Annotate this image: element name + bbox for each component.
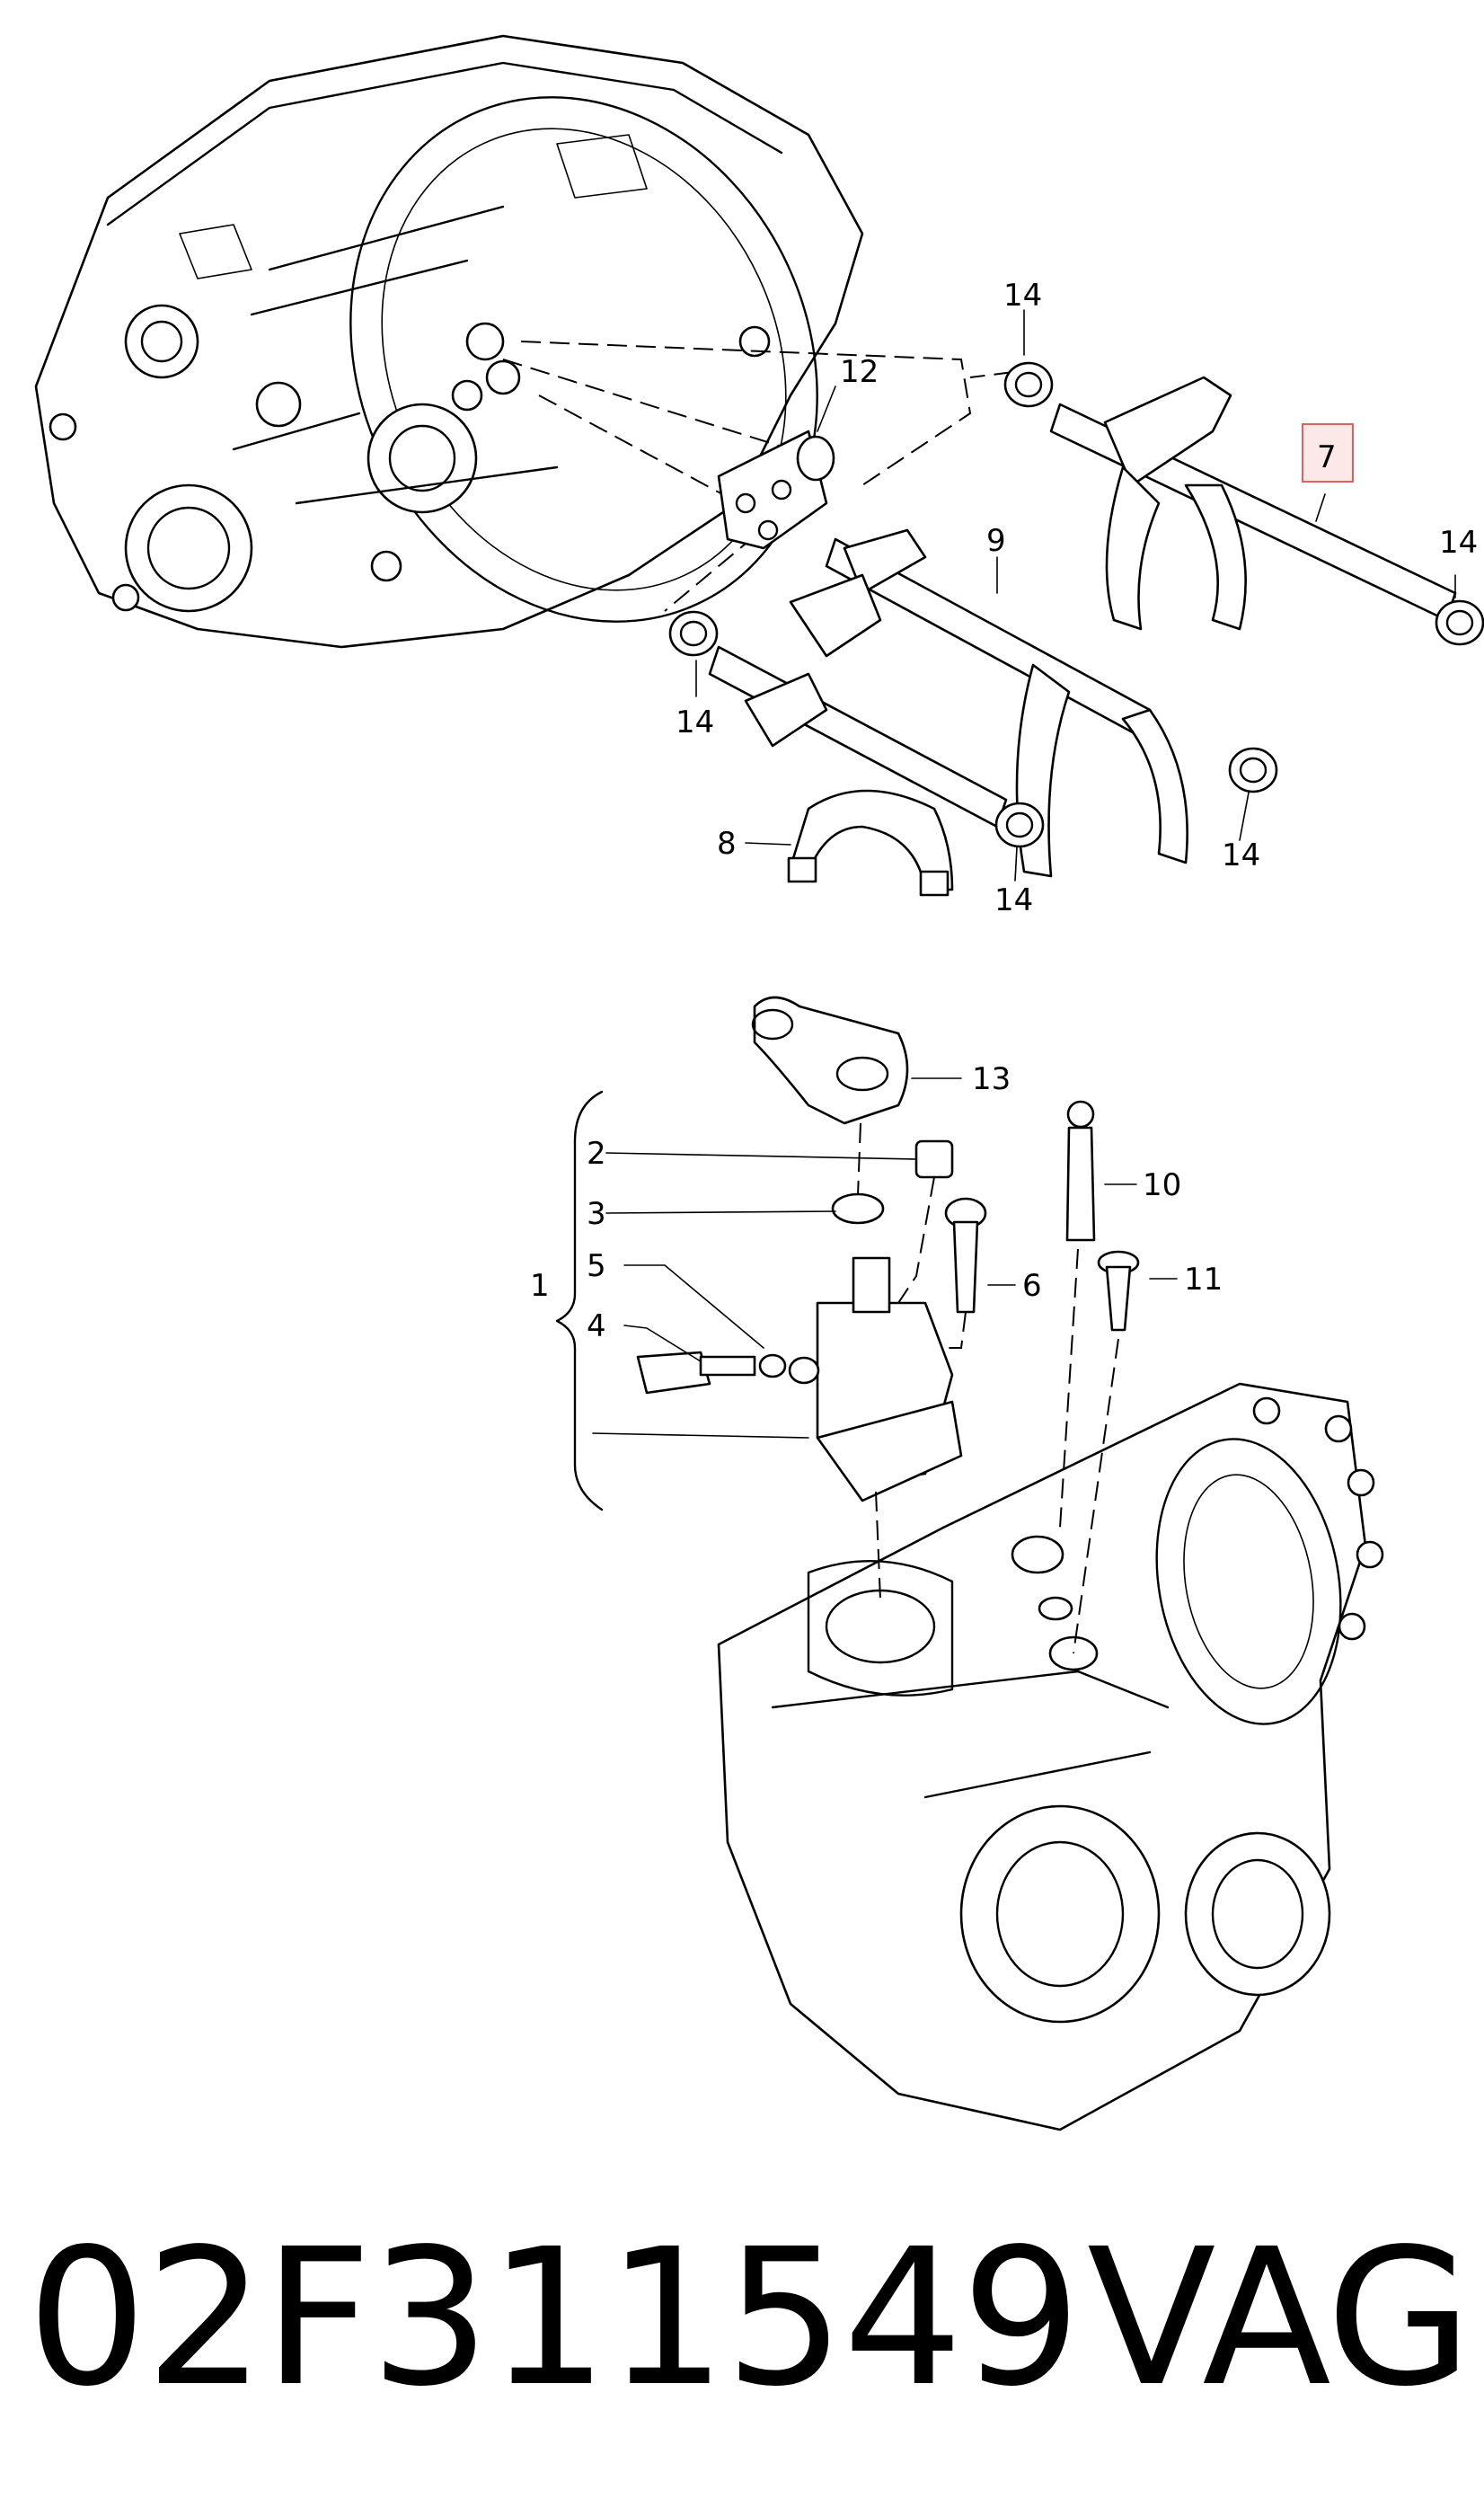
- exploded-parts-diagram: 14 12 7 14 9 14 8 14 14 13 2 10 3 5 11 1…: [34, 34, 1484, 2131]
- callout-8: 8: [717, 826, 737, 862]
- callout-labels: 14 12 7 14 9 14 8 14 14 13 2 10 3 5 11 1…: [530, 278, 1478, 1344]
- callout-14: 14: [676, 705, 714, 740]
- callout-14: 14: [1439, 525, 1478, 561]
- assembly-guide-lines-lower: [857, 1122, 1119, 1654]
- pin-part-10: [1065, 1100, 1096, 1242]
- callout-5: 5: [587, 1248, 606, 1284]
- transmission-housing-upper: [34, 34, 864, 649]
- callout-9: 9: [986, 523, 1006, 559]
- sensor-assembly: [636, 1139, 963, 1502]
- part-number: 02F311549: [27, 2208, 1082, 2428]
- leader-lines: [592, 309, 1456, 1439]
- callout-2: 2: [587, 1136, 606, 1172]
- footer-caption: 02F311549 VAG: [27, 2184, 1472, 2471]
- shift-rod-part-7: [1003, 361, 1484, 646]
- callout-13: 13: [972, 1061, 1011, 1097]
- callout-7-highlight: [1302, 423, 1354, 483]
- bushing-part-11: [1097, 1250, 1140, 1332]
- bracket-part-12: [717, 430, 835, 550]
- callout-7: 7: [1317, 439, 1337, 475]
- bracket-part-13: [751, 996, 909, 1125]
- shift-rod-part-9: [789, 528, 1278, 878]
- callout-3: 3: [587, 1196, 606, 1232]
- callout-10: 10: [1143, 1167, 1181, 1203]
- callout-14: 14: [1222, 837, 1260, 873]
- bolt-part-6: [944, 1197, 987, 1314]
- callout-14: 14: [994, 882, 1033, 918]
- callout-12: 12: [840, 354, 879, 390]
- callout-6: 6: [1022, 1268, 1042, 1304]
- callout-4: 4: [587, 1308, 606, 1344]
- shift-rod-part-8: [668, 610, 1045, 897]
- transmission-housing-lower: [717, 1382, 1384, 2131]
- callout-11: 11: [1184, 1262, 1223, 1298]
- callout-1: 1: [530, 1268, 550, 1304]
- callout-14: 14: [1003, 278, 1042, 314]
- brand-name: VAG: [1087, 2208, 1472, 2428]
- group-brace-part-1: [555, 1090, 604, 1511]
